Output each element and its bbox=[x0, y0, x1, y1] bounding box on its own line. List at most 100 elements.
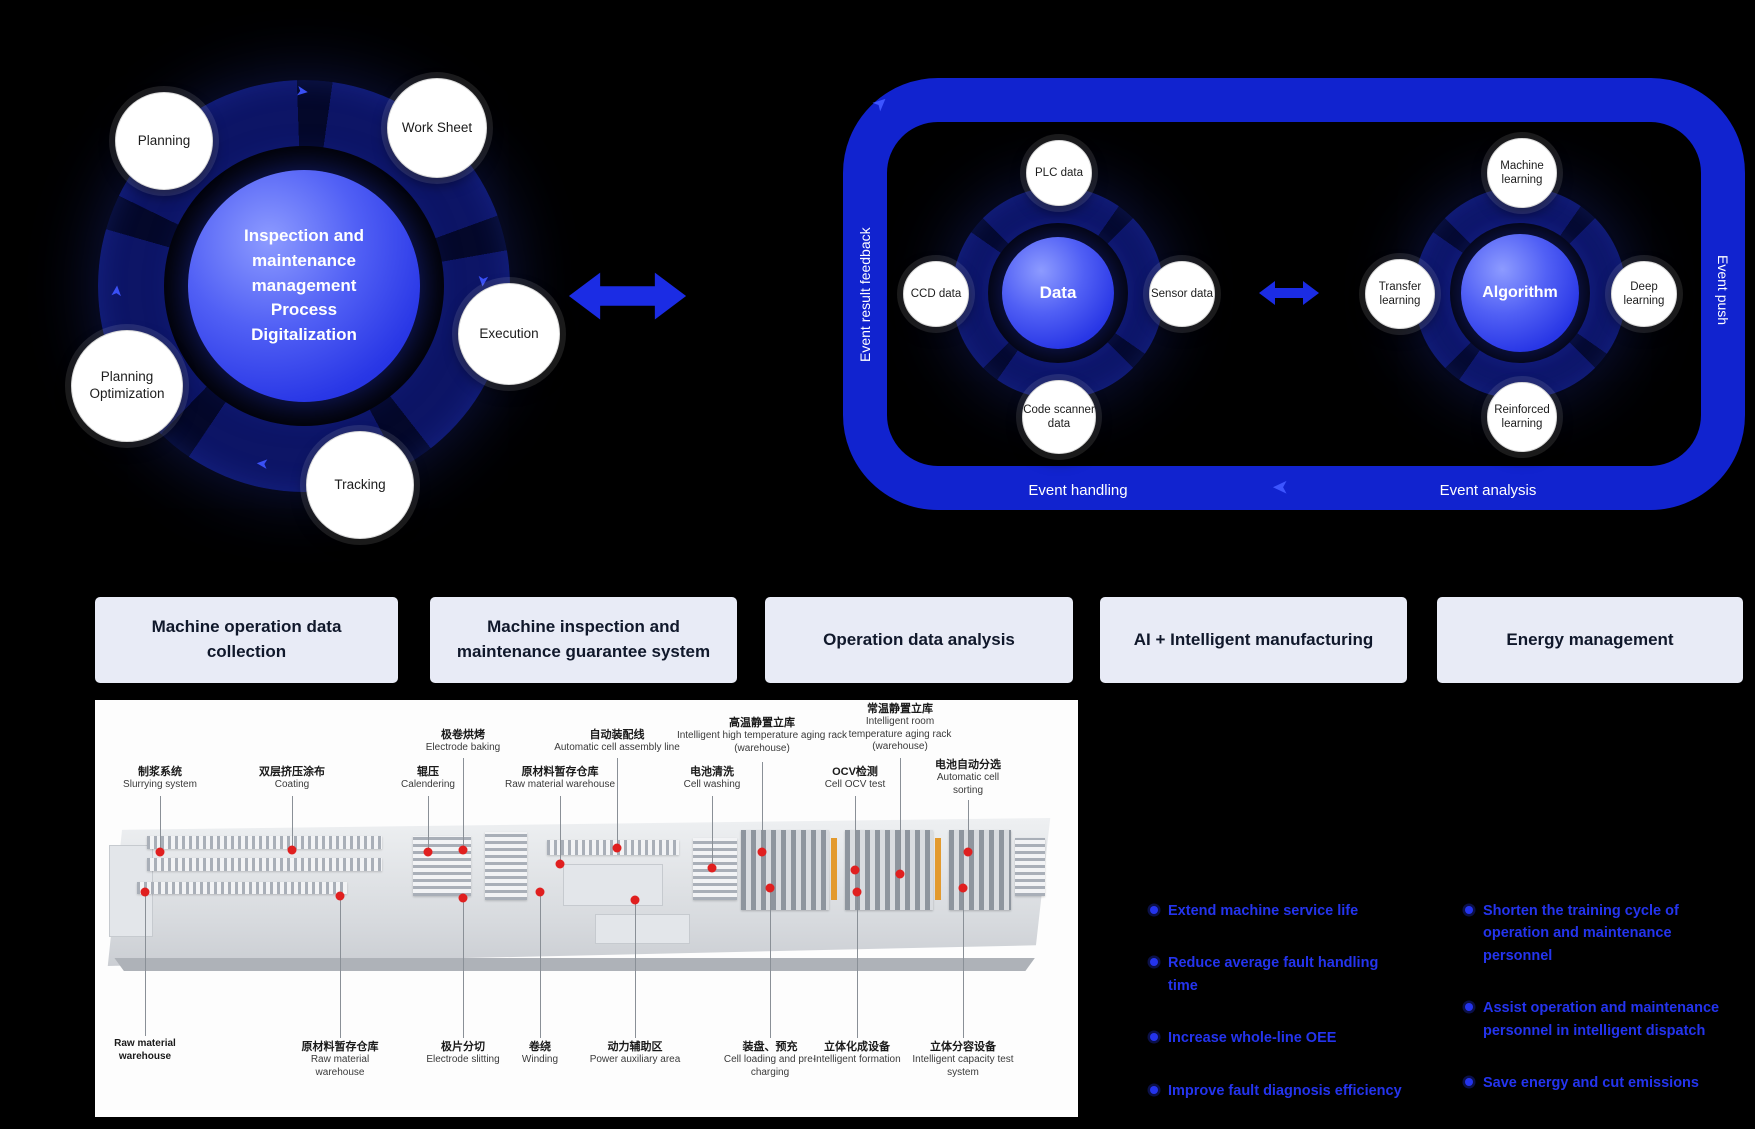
floorplan-label-high-temperature-aging-rack: 高温静置立库 Intelligent high temperature agin… bbox=[673, 716, 851, 755]
algorithm-node-label: Machine learning bbox=[1500, 159, 1544, 186]
label-en: Raw material warehouse bbox=[114, 1038, 176, 1062]
marker-dot bbox=[423, 847, 433, 857]
event-loop-border bbox=[843, 78, 1745, 510]
cycle-node-work-sheet: Work Sheet bbox=[387, 78, 487, 178]
leader-line bbox=[463, 758, 464, 848]
leader-line bbox=[770, 892, 771, 1038]
label-en: Raw material warehouse bbox=[310, 1054, 370, 1078]
floorplan-label-intelligent-formation: 立体化成设备 Intelligent formation bbox=[805, 1040, 910, 1067]
leader-line bbox=[340, 900, 341, 1038]
exchange-arrow-icon bbox=[568, 272, 687, 320]
factory-floor-edge bbox=[114, 958, 1035, 971]
floorplan-label-electrode-slitting: 极片分切 Electrode slitting bbox=[413, 1040, 513, 1067]
label-en: Intelligent room temperature aging rack … bbox=[848, 716, 952, 753]
floorplan-label-winding: 卷绕 Winding bbox=[500, 1040, 580, 1067]
data-hub-center: Data bbox=[1002, 237, 1114, 349]
marker-dot bbox=[630, 895, 640, 905]
label-cn: 卷绕 bbox=[529, 1041, 551, 1053]
leader-line bbox=[762, 762, 763, 850]
label-en: Coating bbox=[274, 779, 310, 791]
benefit-text: Assist operation and maintenance personn… bbox=[1483, 1000, 1720, 1039]
cycle-node-planning: Planning bbox=[115, 92, 213, 190]
leader-line bbox=[968, 800, 969, 850]
data-node-label: Sensor data bbox=[1150, 287, 1213, 300]
label-cn: 常温静置立库 bbox=[867, 703, 933, 715]
label-en: Power auxiliary area bbox=[589, 1054, 681, 1066]
leader-line bbox=[428, 796, 429, 850]
label-cn: 原材料暂存仓库 bbox=[521, 766, 599, 778]
algorithm-node-label: Reinforced learning bbox=[1494, 403, 1550, 430]
algorithm-node-deep-learning: Deep learning bbox=[1611, 261, 1677, 327]
label-en: Intelligent capacity test system bbox=[912, 1054, 1014, 1078]
leader-line bbox=[463, 902, 464, 1038]
marker-dot bbox=[140, 887, 150, 897]
pillar-label: Energy management bbox=[1506, 629, 1674, 649]
leader-line bbox=[145, 896, 146, 1036]
formation-rack-shape bbox=[845, 830, 933, 910]
floorplan-label-intelligent-capacity-test-system: 立体分容设备 Intelligent capacity test system bbox=[903, 1040, 1023, 1079]
label-en: Raw material warehouse bbox=[504, 779, 616, 791]
floorplan-label-automatic-cell-sorting: 电池自动分选 Automatic cell sorting bbox=[921, 758, 1016, 797]
leader-line bbox=[900, 758, 901, 872]
floorplan-label-room-temperature-aging-rack: 常温静置立库 Intelligent room temperature agin… bbox=[843, 702, 958, 754]
label-en: Cell washing bbox=[683, 779, 741, 791]
crane-rail-shape bbox=[935, 838, 941, 900]
label-cn: 立体化成设备 bbox=[824, 1041, 890, 1053]
sorting-area-shape bbox=[1015, 838, 1045, 896]
data-node-label: Code scanner data bbox=[1023, 403, 1095, 430]
floorplan-label-cell-loading-pre-charging: 装盘、预充 Cell loading and pre-charging bbox=[715, 1040, 825, 1079]
leader-line bbox=[292, 796, 293, 848]
event-push-label: Event push bbox=[1715, 254, 1731, 326]
leader-line bbox=[855, 796, 856, 868]
event-analysis-label: Event analysis bbox=[1439, 481, 1537, 499]
marker-dot bbox=[852, 887, 862, 897]
floorplan-label-electrode-baking: 极卷烘烤 Electrode baking bbox=[408, 728, 518, 755]
floorplan-label-calendering: 辊压 Calendering bbox=[378, 765, 478, 792]
marker-dot bbox=[958, 883, 968, 893]
label-en: Automatic cell sorting bbox=[936, 772, 1000, 796]
coating-line-shape bbox=[147, 836, 382, 849]
pillar-machine-inspection-guarantee-system: Machine inspection and maintenance guara… bbox=[430, 597, 737, 683]
benefit-item: Increase whole-line OEE bbox=[1150, 1027, 1412, 1049]
pillar-machine-operation-data-collection: Machine operation data collection bbox=[95, 597, 398, 683]
marker-dot bbox=[458, 845, 468, 855]
marker-dot bbox=[612, 843, 622, 853]
label-en: Automatic cell assembly line bbox=[554, 742, 680, 754]
floorplan-label-raw-material-warehouse-left: Raw material warehouse bbox=[98, 1038, 193, 1063]
marker-dot bbox=[458, 893, 468, 903]
label-en: Slurrying system bbox=[123, 779, 197, 791]
marker-dot bbox=[335, 891, 345, 901]
benefit-item: Extend machine service life bbox=[1150, 900, 1412, 922]
benefit-text: Increase whole-line OEE bbox=[1168, 1030, 1337, 1047]
marker-dot bbox=[535, 887, 545, 897]
benefit-item: Reduce average fault handling time bbox=[1150, 952, 1412, 997]
label-en: Calendering bbox=[401, 779, 455, 791]
benefits-column-2: Shorten the training cycle of operation … bbox=[1465, 900, 1723, 1095]
marker-dot bbox=[555, 859, 565, 869]
leader-line bbox=[635, 904, 636, 1038]
marker-dot bbox=[850, 865, 860, 875]
data-hub-label: Data bbox=[1039, 283, 1077, 302]
algorithm-node-label: Transfer learning bbox=[1378, 280, 1422, 307]
label-en: Cell OCV test bbox=[824, 779, 886, 791]
label-cn: 装盘、预充 bbox=[742, 1041, 798, 1053]
capacity-rack-shape bbox=[949, 830, 1011, 910]
algorithm-node-machine-learning: Machine learning bbox=[1487, 138, 1557, 208]
marker-dot bbox=[287, 845, 297, 855]
data-node-plc: PLC data bbox=[1026, 140, 1092, 206]
label-en: Electrode slitting bbox=[426, 1054, 500, 1066]
marker-dot bbox=[155, 847, 165, 857]
leader-line bbox=[857, 896, 858, 1038]
pillar-ai-intelligent-manufacturing: AI + Intelligent manufacturing bbox=[1100, 597, 1407, 683]
floorplan-label-cell-washing: 电池清洗 Cell washing bbox=[662, 765, 762, 792]
label-cn: 极卷烘烤 bbox=[441, 729, 485, 741]
pillar-energy-management: Energy management bbox=[1437, 597, 1743, 683]
cycle-node-execution: Execution bbox=[458, 283, 560, 385]
leader-line bbox=[540, 896, 541, 1038]
factory-floorplan-panel: 制浆系统 Slurrying system 双层挤压涂布 Coating 辊压 … bbox=[95, 700, 1078, 1117]
label-cn: 高温静置立库 bbox=[729, 717, 795, 729]
leader-line bbox=[617, 758, 618, 846]
power-auxiliary-shape bbox=[595, 914, 690, 944]
